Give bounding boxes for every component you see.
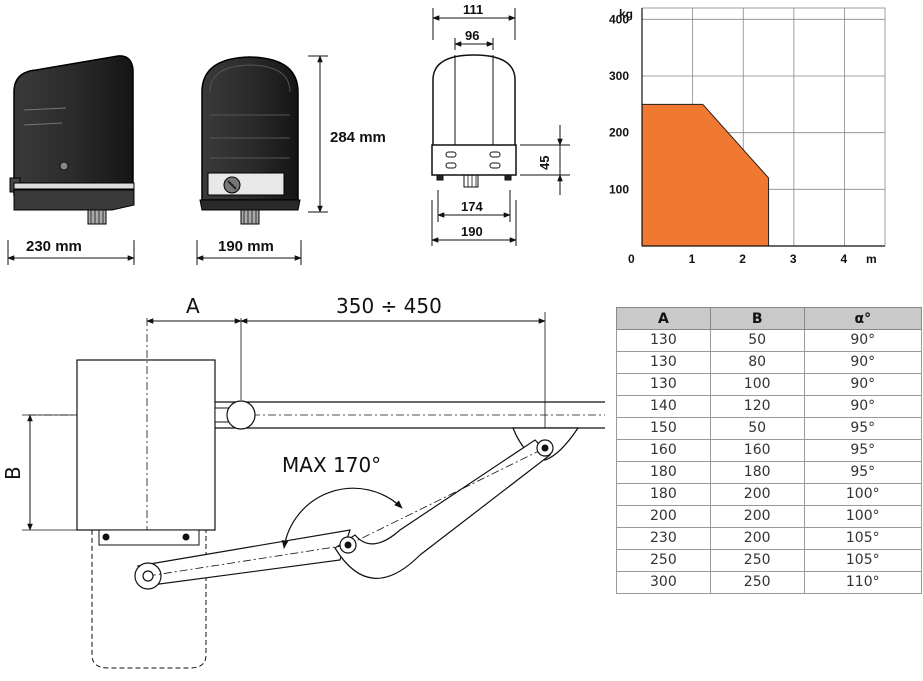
table-cell: 50 — [709, 329, 805, 352]
arm-range-label: 350 ÷ 450 — [336, 294, 442, 318]
table-header-b: B — [709, 307, 805, 330]
chart-x-ticks: 0 1 2 3 4 — [628, 252, 848, 266]
dimension-a-label: A — [186, 294, 200, 318]
chart-y-label: kg — [619, 7, 633, 21]
motor-front-view — [196, 55, 328, 265]
motor-outline-view — [431, 8, 570, 246]
chart-x-tick-label: 4 — [841, 252, 848, 266]
table-cell: 230 — [616, 527, 711, 550]
bracket-outer-label: 190 — [461, 224, 483, 239]
top-outer-label: 111 — [463, 2, 483, 17]
chart-y-tick-label: 300 — [609, 69, 629, 83]
bracket-inner-label: 174 — [461, 199, 483, 214]
table-cell: 100° — [803, 483, 923, 506]
table-cell: 130 — [616, 373, 711, 396]
chart-y-ticks: 100 200 300 400 — [609, 12, 629, 196]
table-cell: 80 — [709, 351, 805, 374]
table-cell: 250 — [616, 549, 711, 572]
top-inner-label: 96 — [465, 28, 479, 43]
front-width-label: 190 mm — [218, 238, 274, 255]
table-cell: 160 — [616, 439, 711, 462]
table-cell: 140 — [616, 395, 711, 418]
table-cell: 50 — [709, 417, 805, 440]
table-cell: 200 — [709, 527, 805, 550]
chart-y-tick-label: 100 — [609, 182, 629, 196]
chart-x-tick-label: 3 — [790, 252, 797, 266]
table-cell: 130 — [616, 329, 711, 352]
table-header-row: A B α° — [616, 307, 923, 330]
table-header-a: A — [616, 307, 711, 330]
side-width-label: 230 mm — [26, 238, 82, 255]
table-cell: 180 — [616, 483, 711, 506]
installation-diagram — [22, 312, 605, 669]
chart-x-tick-label: 2 — [739, 252, 746, 266]
table-cell: 105° — [803, 549, 923, 572]
table-cell: 180 — [616, 461, 711, 484]
table-cell: 90° — [803, 395, 923, 418]
table-cell: 250 — [709, 571, 805, 594]
table-cell: 90° — [803, 373, 923, 396]
table-cell: 180 — [709, 461, 805, 484]
chart-area-series — [641, 103, 770, 247]
table-cell: 95° — [803, 461, 923, 484]
height-label: 284 mm — [330, 129, 386, 146]
dimension-b-label: B — [1, 466, 25, 480]
table-header-angle: α° — [803, 307, 923, 330]
chart-x-label: m — [866, 252, 877, 266]
chart-y-tick-label: 200 — [609, 126, 629, 140]
table-cell: 105° — [803, 527, 923, 550]
motor-side-view — [7, 55, 135, 265]
table-cell: 130 — [616, 351, 711, 374]
table-cell: 95° — [803, 417, 923, 440]
table-cell: 250 — [709, 549, 805, 572]
chart-y-tick-label: 400 — [609, 12, 629, 26]
table-cell: 160 — [709, 439, 805, 462]
table-cell: 150 — [616, 417, 711, 440]
table-cell: 300 — [616, 571, 711, 594]
table-cell: 200 — [616, 505, 711, 528]
table-cell: 110° — [803, 571, 923, 594]
load-chart: kg m 0 1 2 3 4 100 200 300 400 — [609, 7, 886, 266]
max-angle-label: MAX 170° — [282, 453, 381, 477]
table-cell: 120 — [709, 395, 805, 418]
table-cell: 200 — [709, 505, 805, 528]
table-cell: 100° — [803, 505, 923, 528]
table-cell: 200 — [709, 483, 805, 506]
chart-x-tick-label: 0 — [628, 252, 635, 266]
bracket-height-label: 45 — [537, 156, 552, 170]
chart-x-tick-label: 1 — [689, 252, 696, 266]
table-cell: 90° — [803, 351, 923, 374]
table-cell: 100 — [709, 373, 805, 396]
table-cell: 95° — [803, 439, 923, 462]
table-cell: 90° — [803, 329, 923, 352]
